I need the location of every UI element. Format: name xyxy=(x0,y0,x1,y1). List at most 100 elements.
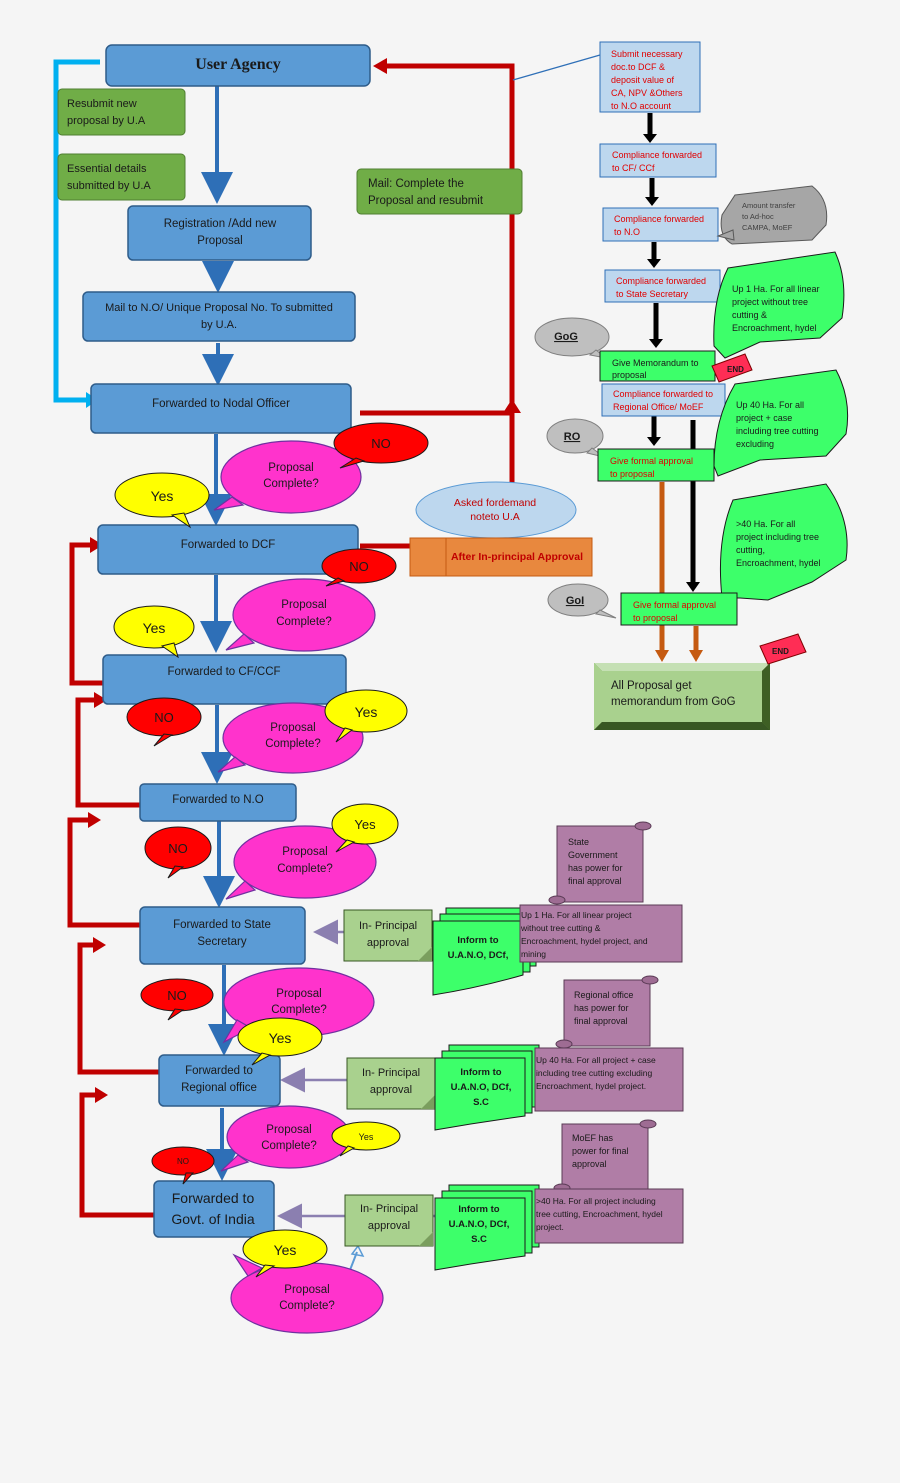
moef-power-line-2: power for final xyxy=(572,1146,629,1156)
regional-office-box[interactable]: Forwarded to Regional office xyxy=(158,1054,281,1107)
svg-text:project without tree: project without tree xyxy=(732,297,808,307)
svg-text:Compliance forwarded: Compliance forwarded xyxy=(612,150,702,160)
up1-purple-box: Up 1 Ha. For all linear project without … xyxy=(519,904,683,963)
resubmit-box: Resubmit new proposal by U.A xyxy=(57,88,186,136)
svg-text:Encroachment, hydel project, a: Encroachment, hydel project, and xyxy=(521,936,648,946)
regional-power-line-3: final approval xyxy=(574,1016,628,1026)
proposal-3-line-1: Proposal xyxy=(270,722,315,734)
submit-line-1: Submit necessary xyxy=(611,49,683,59)
up40-purple-box: Up 40 Ha. For all project + case includi… xyxy=(534,1047,684,1112)
svg-text:Resubmit new: Resubmit new xyxy=(67,98,137,110)
svg-text:MoEF has: MoEF has xyxy=(572,1133,614,1143)
right-black-arrowheads xyxy=(643,134,700,592)
inform-3-line-3: S.C xyxy=(471,1234,487,1245)
regional-power-line-1: Regional office xyxy=(574,990,633,1000)
govt-india-box[interactable]: Forwarded to Govt. of India xyxy=(153,1180,275,1238)
inprin-2-line-1: In- Principal xyxy=(362,1067,420,1079)
resubmit-line-2: proposal by U.A xyxy=(67,115,146,127)
cyan-loop-arrow xyxy=(53,59,100,403)
proposal-5-line-1: Proposal xyxy=(276,988,321,1000)
proposal-7-line-2: Complete? xyxy=(279,1300,335,1312)
state-secretary-box[interactable]: Forwarded to State Secretary xyxy=(139,906,306,965)
svg-text:final approval: final approval xyxy=(568,876,622,886)
svg-text:without tree cutting &: without tree cutting & xyxy=(520,923,601,933)
svg-text:U.A.N.O, DCf,: U.A.N.O, DCf, xyxy=(448,950,509,961)
svg-text:Submit necessary: Submit necessary xyxy=(611,49,683,59)
no-bubble-2 xyxy=(321,548,397,587)
registration-box[interactable]: Registration /Add new Proposal xyxy=(127,205,312,261)
svg-text:power for final: power for final xyxy=(572,1146,629,1156)
inform-3-line-2: U.A.N.O, DCf, xyxy=(449,1219,510,1230)
no-3-label: NO xyxy=(154,710,174,725)
after-inprincipal-label: After In-principal Approval xyxy=(451,551,583,563)
svg-text:project including tree: project including tree xyxy=(736,532,819,542)
svg-text:approval: approval xyxy=(367,937,409,949)
svg-text:Give Memorandum to: Give Memorandum to xyxy=(612,358,699,368)
proposal-4-line-1: Proposal xyxy=(282,846,327,858)
nodal-officer-label: Forwarded to Nodal Officer xyxy=(152,398,290,410)
right-black-arrows xyxy=(647,113,696,585)
no-4-label: NO xyxy=(168,841,188,856)
gt40-purple-line-3: project. xyxy=(536,1222,564,1232)
proposal-bubble-5 xyxy=(222,967,375,1044)
mail-no-box[interactable]: Mail to N.O/ Unique Proposal No. To subm… xyxy=(82,291,356,342)
brown-arrowheads xyxy=(655,650,703,662)
svg-text:submitted by U.A: submitted by U.A xyxy=(67,180,151,192)
gt40-line-2: project including tree xyxy=(736,532,819,542)
mail-no-line-1: Mail to N.O/ Unique Proposal No. To subm… xyxy=(105,302,333,314)
mail-complete-line-2: Proposal and resubmit xyxy=(368,195,484,207)
inform-1-line-1: Inform to xyxy=(457,935,498,946)
no-5-label: NO xyxy=(167,988,187,1003)
proposal-bubble-1 xyxy=(213,440,362,514)
end-2-label: END xyxy=(772,647,789,656)
svg-text:State: State xyxy=(568,837,589,847)
svg-text:tree cutting, Encroachment, hy: tree cutting, Encroachment, hydel xyxy=(536,1209,663,1219)
forwarded-no-box[interactable]: Forwarded to N.O xyxy=(139,783,297,822)
svg-text:deposit value of: deposit value of xyxy=(611,75,675,85)
up1-purple-line-2: without tree cutting & xyxy=(520,923,601,933)
svg-text:to CF/ CCf: to CF/ CCf xyxy=(612,163,655,173)
no-bubbles xyxy=(126,422,429,1185)
up40-line-2: project + case xyxy=(736,413,792,423)
up40-line-3: including tree cutting xyxy=(736,426,819,436)
inform-2-line-1: Inform to xyxy=(460,1067,501,1078)
regional-power-line-2: has power for xyxy=(574,1003,629,1013)
svg-text:Up 1 Ha. For all linear projec: Up 1 Ha. For all linear project xyxy=(521,910,632,920)
svg-text:Up 40 Ha. For all: Up 40 Ha. For all xyxy=(736,400,804,410)
svg-text:Asked fordemand: Asked fordemand xyxy=(454,497,536,509)
inprin-1-line-2: approval xyxy=(367,937,409,949)
state-power-line-3: has power for xyxy=(568,863,623,873)
end-tag-1: END xyxy=(711,353,753,383)
resubmit-line-1: Resubmit new xyxy=(67,98,137,110)
dcf-box[interactable]: Forwarded to DCF xyxy=(97,524,359,575)
up1-purple-line-1: Up 1 Ha. For all linear project xyxy=(521,910,632,920)
gt40-line-1: >40 Ha. For all xyxy=(736,519,795,529)
svg-text:including tree cutting: including tree cutting xyxy=(736,426,819,436)
proposal-bubble-4 xyxy=(225,825,377,900)
comp-ss-line-1: Compliance forwarded xyxy=(616,276,706,286)
svg-text:Proposal: Proposal xyxy=(284,1284,329,1296)
state-power-line-2: Government xyxy=(568,850,618,860)
state-power-line-1: State xyxy=(568,837,589,847)
up1-green-bubble: Up 1 Ha. For all linear project without … xyxy=(713,251,845,359)
comp-cf-line-2: to CF/ CCf xyxy=(612,163,655,173)
submit-line-2: doc.to DCF & xyxy=(611,62,665,72)
svg-text:S.C: S.C xyxy=(473,1097,489,1108)
user-agency-box[interactable]: User Agency xyxy=(105,44,371,87)
svg-text:proposal: proposal xyxy=(612,370,647,380)
svg-text:Encroachment, hydel: Encroachment, hydel xyxy=(736,558,821,568)
yes-2-label: Yes xyxy=(143,620,166,636)
memo-line-2: proposal xyxy=(612,370,647,380)
svg-text:mining: mining xyxy=(521,949,546,959)
cf-ccf-box[interactable]: Forwarded to CF/CCF xyxy=(102,654,347,705)
comp-ro-box: Compliance forwarded to Regional Office/… xyxy=(601,383,726,417)
submit-line-3: deposit value of xyxy=(611,75,675,85)
nodal-officer-box[interactable]: Forwarded to Nodal Officer xyxy=(90,383,352,434)
yes-7-label: Yes xyxy=(274,1242,297,1258)
inprincipal-box-3: In- Principal approval xyxy=(344,1194,434,1247)
proposal-6-line-1: Proposal xyxy=(266,1124,311,1136)
yes-bubble-1 xyxy=(114,472,210,529)
ro-bubble: RO xyxy=(546,418,605,458)
formal-2-line-2: to proposal xyxy=(633,613,678,623)
